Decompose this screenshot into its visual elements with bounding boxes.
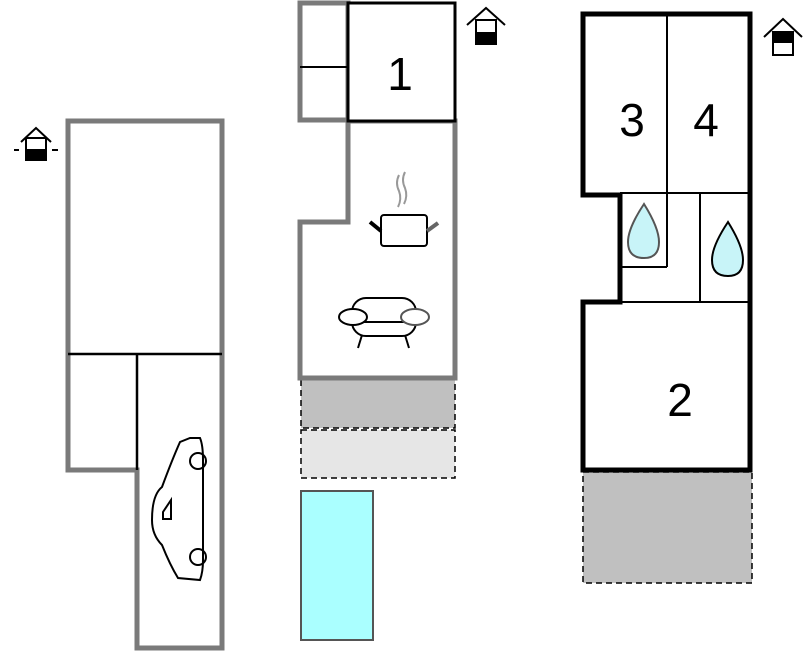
- bathroom-drop-icon: [626, 202, 661, 260]
- room-label: 3: [619, 94, 645, 146]
- pool: [300, 490, 374, 641]
- floor-upper-icon: [763, 17, 803, 56]
- upper-floor-plan: 3 4 2: [580, 11, 803, 584]
- terrace: [300, 377, 456, 429]
- car-icon: [150, 437, 207, 582]
- room-label: 1: [387, 48, 413, 100]
- room-label: 2: [667, 374, 693, 426]
- bathroom-drop-icon: [710, 220, 745, 278]
- terrace: [582, 471, 753, 584]
- sofa-icon: [338, 297, 430, 349]
- floor-ground-icon: [466, 6, 506, 45]
- terrace: [300, 429, 456, 479]
- lower-floor-plan: [14, 118, 225, 651]
- ground-floor-plan: 1: [297, 0, 506, 641]
- room-label: 4: [693, 94, 719, 146]
- room-1: [346, 1, 457, 123]
- floor-lower-icon: [14, 126, 58, 161]
- kitchen-pot-icon: [368, 171, 440, 247]
